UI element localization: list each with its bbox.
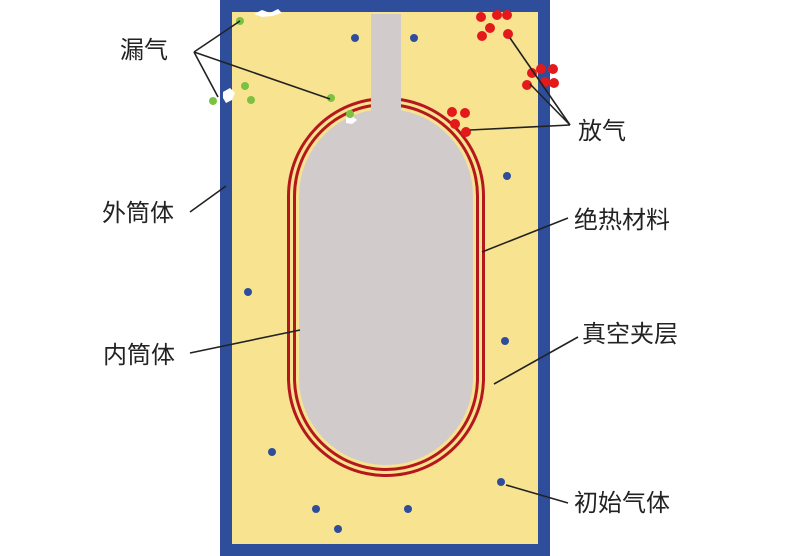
initial-gas-molecule <box>334 525 342 533</box>
leader-inner-shell <box>189 329 301 354</box>
leader-insulation <box>481 217 569 253</box>
initial-gas-molecule <box>404 505 412 513</box>
leak-gas-molecules <box>209 17 354 118</box>
leak-gas-molecule <box>327 94 335 102</box>
label-initial-gas: 初始气体 <box>574 489 670 517</box>
initial-gas-molecule <box>503 172 511 180</box>
outgas-molecule <box>450 119 460 129</box>
leak-defect-left <box>223 88 235 103</box>
leader-outgas-1 <box>509 37 571 126</box>
outgas-molecule <box>492 10 502 20</box>
leak-gas-molecule <box>346 110 354 118</box>
outgas-molecule <box>476 12 486 22</box>
leak-defect-top <box>254 9 282 17</box>
outgas-molecule <box>548 64 558 74</box>
initial-gas-molecule <box>410 34 418 42</box>
inner-tank <box>299 109 473 465</box>
initial-gas-molecules <box>244 34 511 533</box>
leak-gas-molecule <box>247 96 255 104</box>
label-outgas: 放气 <box>578 117 626 145</box>
outgas-molecule <box>477 31 487 41</box>
initial-gas-molecule <box>497 478 505 486</box>
outgas-molecule <box>447 107 457 117</box>
leader-outgas-2 <box>529 83 571 126</box>
leak-gas-molecule <box>209 97 217 105</box>
outgas-molecule <box>540 77 550 87</box>
label-inner-shell: 内筒体 <box>103 341 175 369</box>
leak-defect-neck <box>346 116 357 124</box>
leader-leak-1 <box>193 20 241 53</box>
leak-gas-molecule <box>241 82 249 90</box>
leader-leak-2 <box>193 51 219 98</box>
outgas-molecule <box>536 64 546 74</box>
leader-outer-shell <box>189 185 227 213</box>
outgas-molecules <box>447 10 559 137</box>
outgas-molecule <box>503 29 513 39</box>
outgas-molecule <box>485 23 495 33</box>
initial-gas-molecule <box>312 505 320 513</box>
outgas-molecule <box>549 78 559 88</box>
outgas-molecule <box>460 108 470 118</box>
initial-gas-molecule <box>501 337 509 345</box>
initial-gas-molecule <box>244 288 252 296</box>
initial-gas-molecule <box>351 34 359 42</box>
label-vacuum-layer: 真空夹层 <box>582 320 678 348</box>
inner-tank-neck <box>371 14 401 114</box>
outgas-molecule <box>461 127 471 137</box>
leader-initial-gas <box>505 484 569 504</box>
label-insulation: 绝热材料 <box>574 206 670 234</box>
leader-outgas-3 <box>469 124 571 131</box>
label-outer-shell: 外筒体 <box>102 199 174 227</box>
outgas-molecule <box>522 80 532 90</box>
initial-gas-molecule <box>268 448 276 456</box>
label-leak: 漏气 <box>120 36 168 64</box>
leader-leak-3 <box>193 51 331 100</box>
outgas-molecule <box>502 10 512 20</box>
outgas-molecule <box>527 68 537 78</box>
leader-vacuum-layer <box>493 336 579 385</box>
